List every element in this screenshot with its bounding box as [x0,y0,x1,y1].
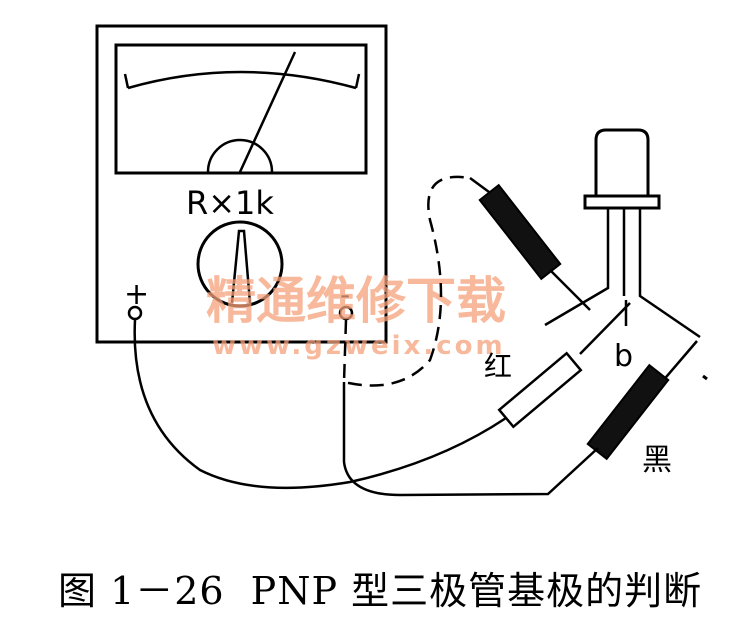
minus-terminal [338,305,354,321]
multimeter-body [95,24,388,344]
probe-dark-upper-tip [549,269,591,311]
transistor-flange [583,194,661,210]
label-black: 黑 [642,443,672,478]
meter-window [114,43,368,175]
scale-end-right [354,73,361,89]
probe-dark-upper-tail [469,176,490,194]
wire-minus [342,382,599,497]
figure-caption: 图 1－26 PNP 型三极管基极的判断 [58,560,748,613]
needle-pivot-cover [206,138,274,173]
dashed-wire [342,175,471,387]
speck [702,374,708,381]
red-probe-body [497,351,583,429]
watermark-url: www.gzweix.com [212,331,506,361]
black-probe-body [586,363,670,461]
probe-dark-upper [478,183,562,281]
meter-scale-arc [127,70,357,90]
lead-left [544,208,610,327]
lead-right [638,208,701,339]
label-base: b [614,339,633,374]
scale-end-left [123,73,130,89]
range-selector-knob [196,220,284,308]
wire-plus [133,319,507,490]
knob-pointer [230,229,252,304]
transistor-cap [594,128,650,196]
watermark-text: 精通维修下载 [206,272,506,330]
meter-needle [238,51,297,173]
figure-number: 图 1－26 [58,569,225,613]
label-red: 红 [484,350,512,383]
red-probe-tip [579,302,631,355]
figure-title: PNP 型三极管基极的判断 [250,569,703,613]
plus-terminal [127,305,143,321]
minus-terminal-label: - [340,278,350,311]
range-label: R×1k [186,184,274,222]
